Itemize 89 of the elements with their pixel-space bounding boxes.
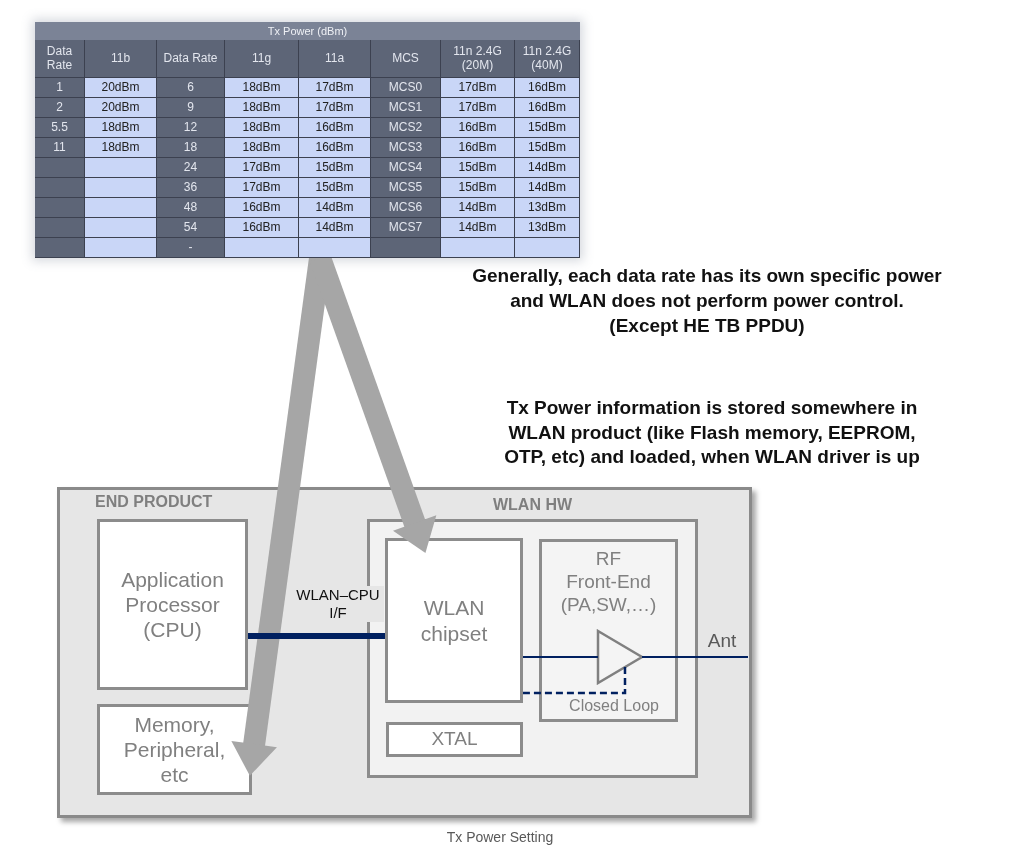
table-cell: MCS7 [371, 218, 441, 238]
table-header-cell: 11n 2.4G (20M) [441, 40, 515, 78]
table-cell: 18dBm [85, 118, 157, 138]
block-label: WLAN chipset [419, 595, 489, 646]
table-cell: 24 [157, 158, 225, 178]
table-cell: 18dBm [85, 138, 157, 158]
panel-heading: END PRODUCT [95, 493, 213, 511]
table-cell: 15dBm [299, 178, 371, 198]
processor-block [97, 519, 248, 690]
table-cell: 16dBm [515, 78, 580, 98]
table-cell: MCS2 [371, 118, 441, 138]
table-cell: 11 [35, 138, 85, 158]
note-text: Tx Power information is stored somewhere in WLAN product (like Flash memory, EEPROM, OTP, etc) and loaded, when WLAN driver is up [503, 396, 921, 470]
table-cell: 14dBm [515, 178, 580, 198]
table-cell: 5.5 [35, 118, 85, 138]
table-cell: 14dBm [441, 218, 515, 238]
table-header-cell: 11b [85, 40, 157, 78]
table-cell: 15dBm [441, 158, 515, 178]
interface-line [248, 632, 385, 639]
table-cell: 16dBm [515, 98, 580, 118]
table-cell: 14dBm [515, 158, 580, 178]
table-cell: 15dBm [515, 138, 580, 158]
table-cell: MCS4 [371, 158, 441, 178]
signal-line [522, 655, 599, 658]
table-cell: 15dBm [299, 158, 371, 178]
table-cell: 17dBm [225, 158, 299, 178]
block-label: Application Processor (CPU) [120, 566, 225, 643]
table-cell: 14dBm [299, 198, 371, 218]
table-cell: 16dBm [299, 138, 371, 158]
table-cell: 1 [35, 78, 85, 98]
figure-caption: Tx Power Setting [446, 829, 554, 845]
front-end-block [539, 539, 678, 722]
table-cell: - [157, 238, 225, 258]
table-title: Tx Power (dBm) [35, 22, 580, 40]
amplifier-symbol [596, 629, 644, 685]
table-cell: MCS3 [371, 138, 441, 158]
feedback-line [523, 667, 627, 695]
table-cell: 16dBm [441, 118, 515, 138]
table-cell: 13dBm [515, 198, 580, 218]
table-cell: 17dBm [299, 78, 371, 98]
table-cell: 16dBm [225, 218, 299, 238]
table-cell: MCS5 [371, 178, 441, 198]
table-cell: 16dBm [441, 138, 515, 158]
table-cell: 9 [157, 98, 225, 118]
table-cell: 48 [157, 198, 225, 218]
note-text: (Except HE TB PPDU) [609, 314, 805, 338]
table-cell: 13dBm [515, 218, 580, 238]
product-panel [57, 487, 752, 818]
crystal-block [386, 722, 523, 757]
table-cell: 16dBm [225, 198, 299, 218]
table-cell: 16dBm [299, 118, 371, 138]
table-cell: 17dBm [225, 178, 299, 198]
table-cell: 2 [35, 98, 85, 118]
table-cell: MCS1 [371, 98, 441, 118]
panel-heading: WLAN HW [492, 496, 573, 514]
table-cell: MCS0 [371, 78, 441, 98]
table-cell: 18dBm [225, 118, 299, 138]
table-header-cell: 11g [225, 40, 299, 78]
note-text: Generally, each data rate has its own specific power and WLAN does not perform power control. [471, 264, 943, 313]
table-header-cell: 11a [299, 40, 371, 78]
table-cell: 15dBm [515, 118, 580, 138]
table-header-cell: 11n 2.4G (40M) [515, 40, 580, 78]
table-cell: 14dBm [441, 198, 515, 218]
table-cell: 18 [157, 138, 225, 158]
table-cell: 18dBm [225, 78, 299, 98]
table-cell: 18dBm [225, 98, 299, 118]
table-cell: 17dBm [441, 78, 515, 98]
table-cell: 20dBm [85, 98, 157, 118]
block-label: RF Front-End (PA,SW,…) [559, 548, 658, 617]
table-cell: MCS6 [371, 198, 441, 218]
table-cell: 15dBm [441, 178, 515, 198]
table-header-cell: Data Rate [157, 40, 225, 78]
table-cell: 54 [157, 218, 225, 238]
power-table [35, 22, 580, 258]
table-cell: 18dBm [225, 138, 299, 158]
block-label: XTAL [431, 728, 478, 751]
table-cell: 20dBm [85, 78, 157, 98]
table-header-cell: MCS [371, 40, 441, 78]
chipset-block [385, 538, 523, 703]
table-cell: 17dBm [299, 98, 371, 118]
table-cell: 17dBm [441, 98, 515, 118]
table-cell: 14dBm [299, 218, 371, 238]
memory-block [97, 704, 252, 795]
table-cell: 12 [157, 118, 225, 138]
block-label: Memory, Peripheral, etc [122, 711, 227, 788]
table-cell: 36 [157, 178, 225, 198]
signal-line [641, 656, 749, 658]
table-header-cell: Data Rate [35, 40, 85, 78]
table-cell: 6 [157, 78, 225, 98]
